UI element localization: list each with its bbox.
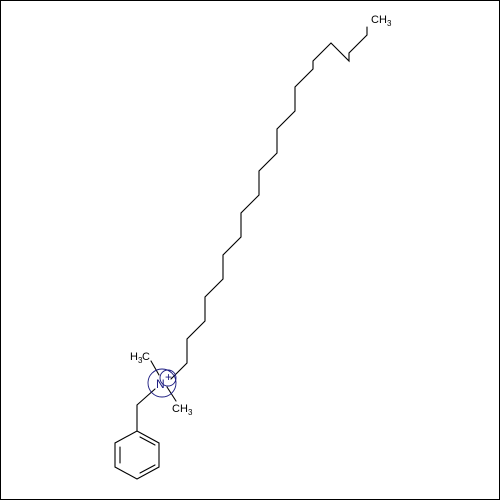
- nitrogen-label: N: [156, 377, 165, 391]
- n-methyl-label-1: H: [130, 351, 138, 363]
- aromatic-double-bond-1: [139, 436, 156, 446]
- terminal-methyl-label: CH: [371, 14, 387, 26]
- aromatic-double-bond-2: [139, 464, 156, 474]
- benzene-ring: [114, 430, 160, 480]
- n-methyl-label-2: CH: [172, 403, 188, 415]
- n-methyl-label-1-sub: 3: [138, 356, 143, 365]
- n-methyl-bond-1: [150, 360, 160, 376]
- benzyl-ch2-bond: [136, 388, 156, 406]
- n-methyl-bond-2: [166, 386, 177, 402]
- alkyl-chain-main: [170, 26, 368, 380]
- n-methyl-label-2-sub: 3: [188, 408, 193, 417]
- n-methyl-label-1-c: C: [142, 351, 150, 363]
- nitrogen-charge-circle: [147, 368, 177, 398]
- nitrogen-charge-circle-inner: [159, 369, 177, 387]
- terminal-methyl-label-sub: 3: [387, 19, 392, 28]
- nitrogen-charge: +: [165, 370, 172, 384]
